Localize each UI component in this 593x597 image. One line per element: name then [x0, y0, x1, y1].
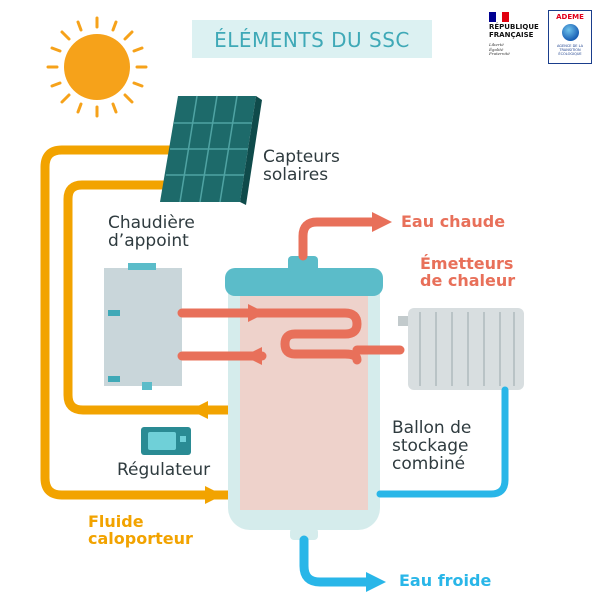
label-chaudiere-appoint: Chaudière d’appoint — [108, 213, 195, 251]
cold-water-arrow — [366, 572, 386, 592]
radiator — [398, 308, 524, 390]
backup-boiler — [104, 263, 182, 390]
label-capteurs-solaires: Capteurs solaires — [263, 147, 340, 185]
republique-motto: Liberté Égalité Fraternité — [489, 42, 510, 57]
french-flag-icon — [489, 12, 510, 22]
cold-water-pipe — [299, 535, 375, 587]
label-regulateur: Régulateur — [117, 460, 211, 480]
solar-loop-arrow-2 — [205, 486, 223, 504]
sun-icon — [46, 16, 148, 118]
solar-panel — [160, 95, 262, 205]
solar-loop-arrow — [190, 401, 208, 419]
heating-out-arrow — [244, 347, 262, 365]
label-emetteurs-chaleur: Émetteurs de chaleur — [420, 254, 516, 290]
page-title: ÉLÉMENTS DU SSC — [214, 28, 410, 52]
ademe-logo: ADEME AGENCE DE LA TRANSITION ÉCOLOGIQUE — [548, 10, 592, 64]
storage-tank — [225, 256, 383, 540]
globe-icon — [562, 24, 579, 41]
ademe-name: ADEME — [556, 13, 584, 21]
ademe-tagline: AGENCE DE LA TRANSITION ÉCOLOGIQUE — [556, 44, 584, 57]
label-eau-froide: Eau froide — [399, 571, 492, 590]
title-box: ÉLÉMENTS DU SSC — [192, 20, 432, 58]
label-fluide-caloporteur: Fluide caloporteur — [88, 512, 193, 548]
heating-in-arrow — [248, 304, 266, 322]
label-eau-chaude: Eau chaude — [401, 212, 506, 231]
hot-water-arrow — [372, 212, 392, 232]
radiator-return-pipe — [376, 386, 509, 498]
republique-francaise-logo: RÉPUBLIQUE FRANÇAISE Liberté Égalité Fra… — [483, 12, 545, 64]
regulator — [141, 427, 191, 455]
republique-name: RÉPUBLIQUE FRANÇAISE — [489, 23, 539, 39]
label-ballon-stockage: Ballon de stockage combiné — [392, 418, 472, 474]
hot-water-pipe — [298, 217, 380, 261]
